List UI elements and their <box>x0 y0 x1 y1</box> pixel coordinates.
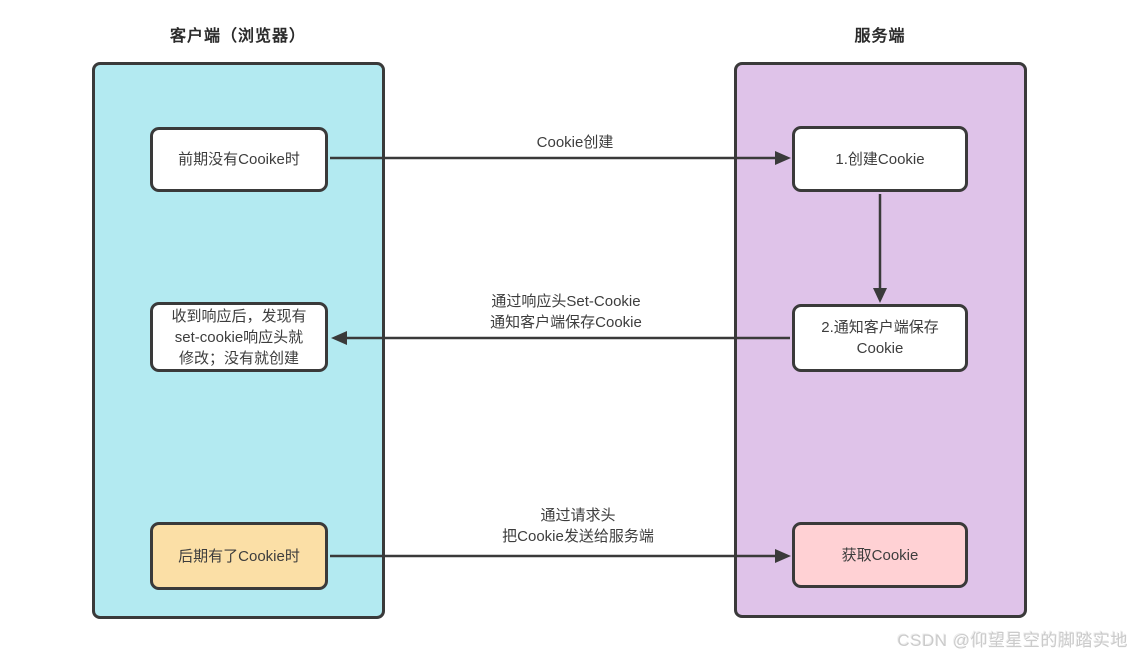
client-node-has-cookie: 后期有了Cookie时 <box>150 522 328 590</box>
arrow-label-send-cookie: 通过请求头 把Cookie发送给服务端 <box>502 507 654 545</box>
client-node-no-cookie: 前期没有Cooike时 <box>150 127 328 192</box>
server-column-title: 服务端 <box>854 28 906 45</box>
client-node-receive-response: 收到响应后，发现有 set-cookie响应头就 修改；没有就创建 <box>150 302 328 372</box>
arrow-label-cookie-create: Cookie创建 <box>536 134 614 151</box>
client-column-title: 客户端（浏览器） <box>169 28 306 45</box>
server-node-get-cookie: 获取Cookie <box>792 522 968 588</box>
server-node-notify-save: 2.通知客户端保存 Cookie <box>792 304 968 372</box>
csdn-watermark: CSDN @仰望星空的脚踏实地 <box>897 631 1128 650</box>
server-node-create-cookie: 1.创建Cookie <box>792 126 968 192</box>
arrow-label-set-cookie: 通过响应头Set-Cookie 通知客户端保存Cookie <box>490 293 642 331</box>
